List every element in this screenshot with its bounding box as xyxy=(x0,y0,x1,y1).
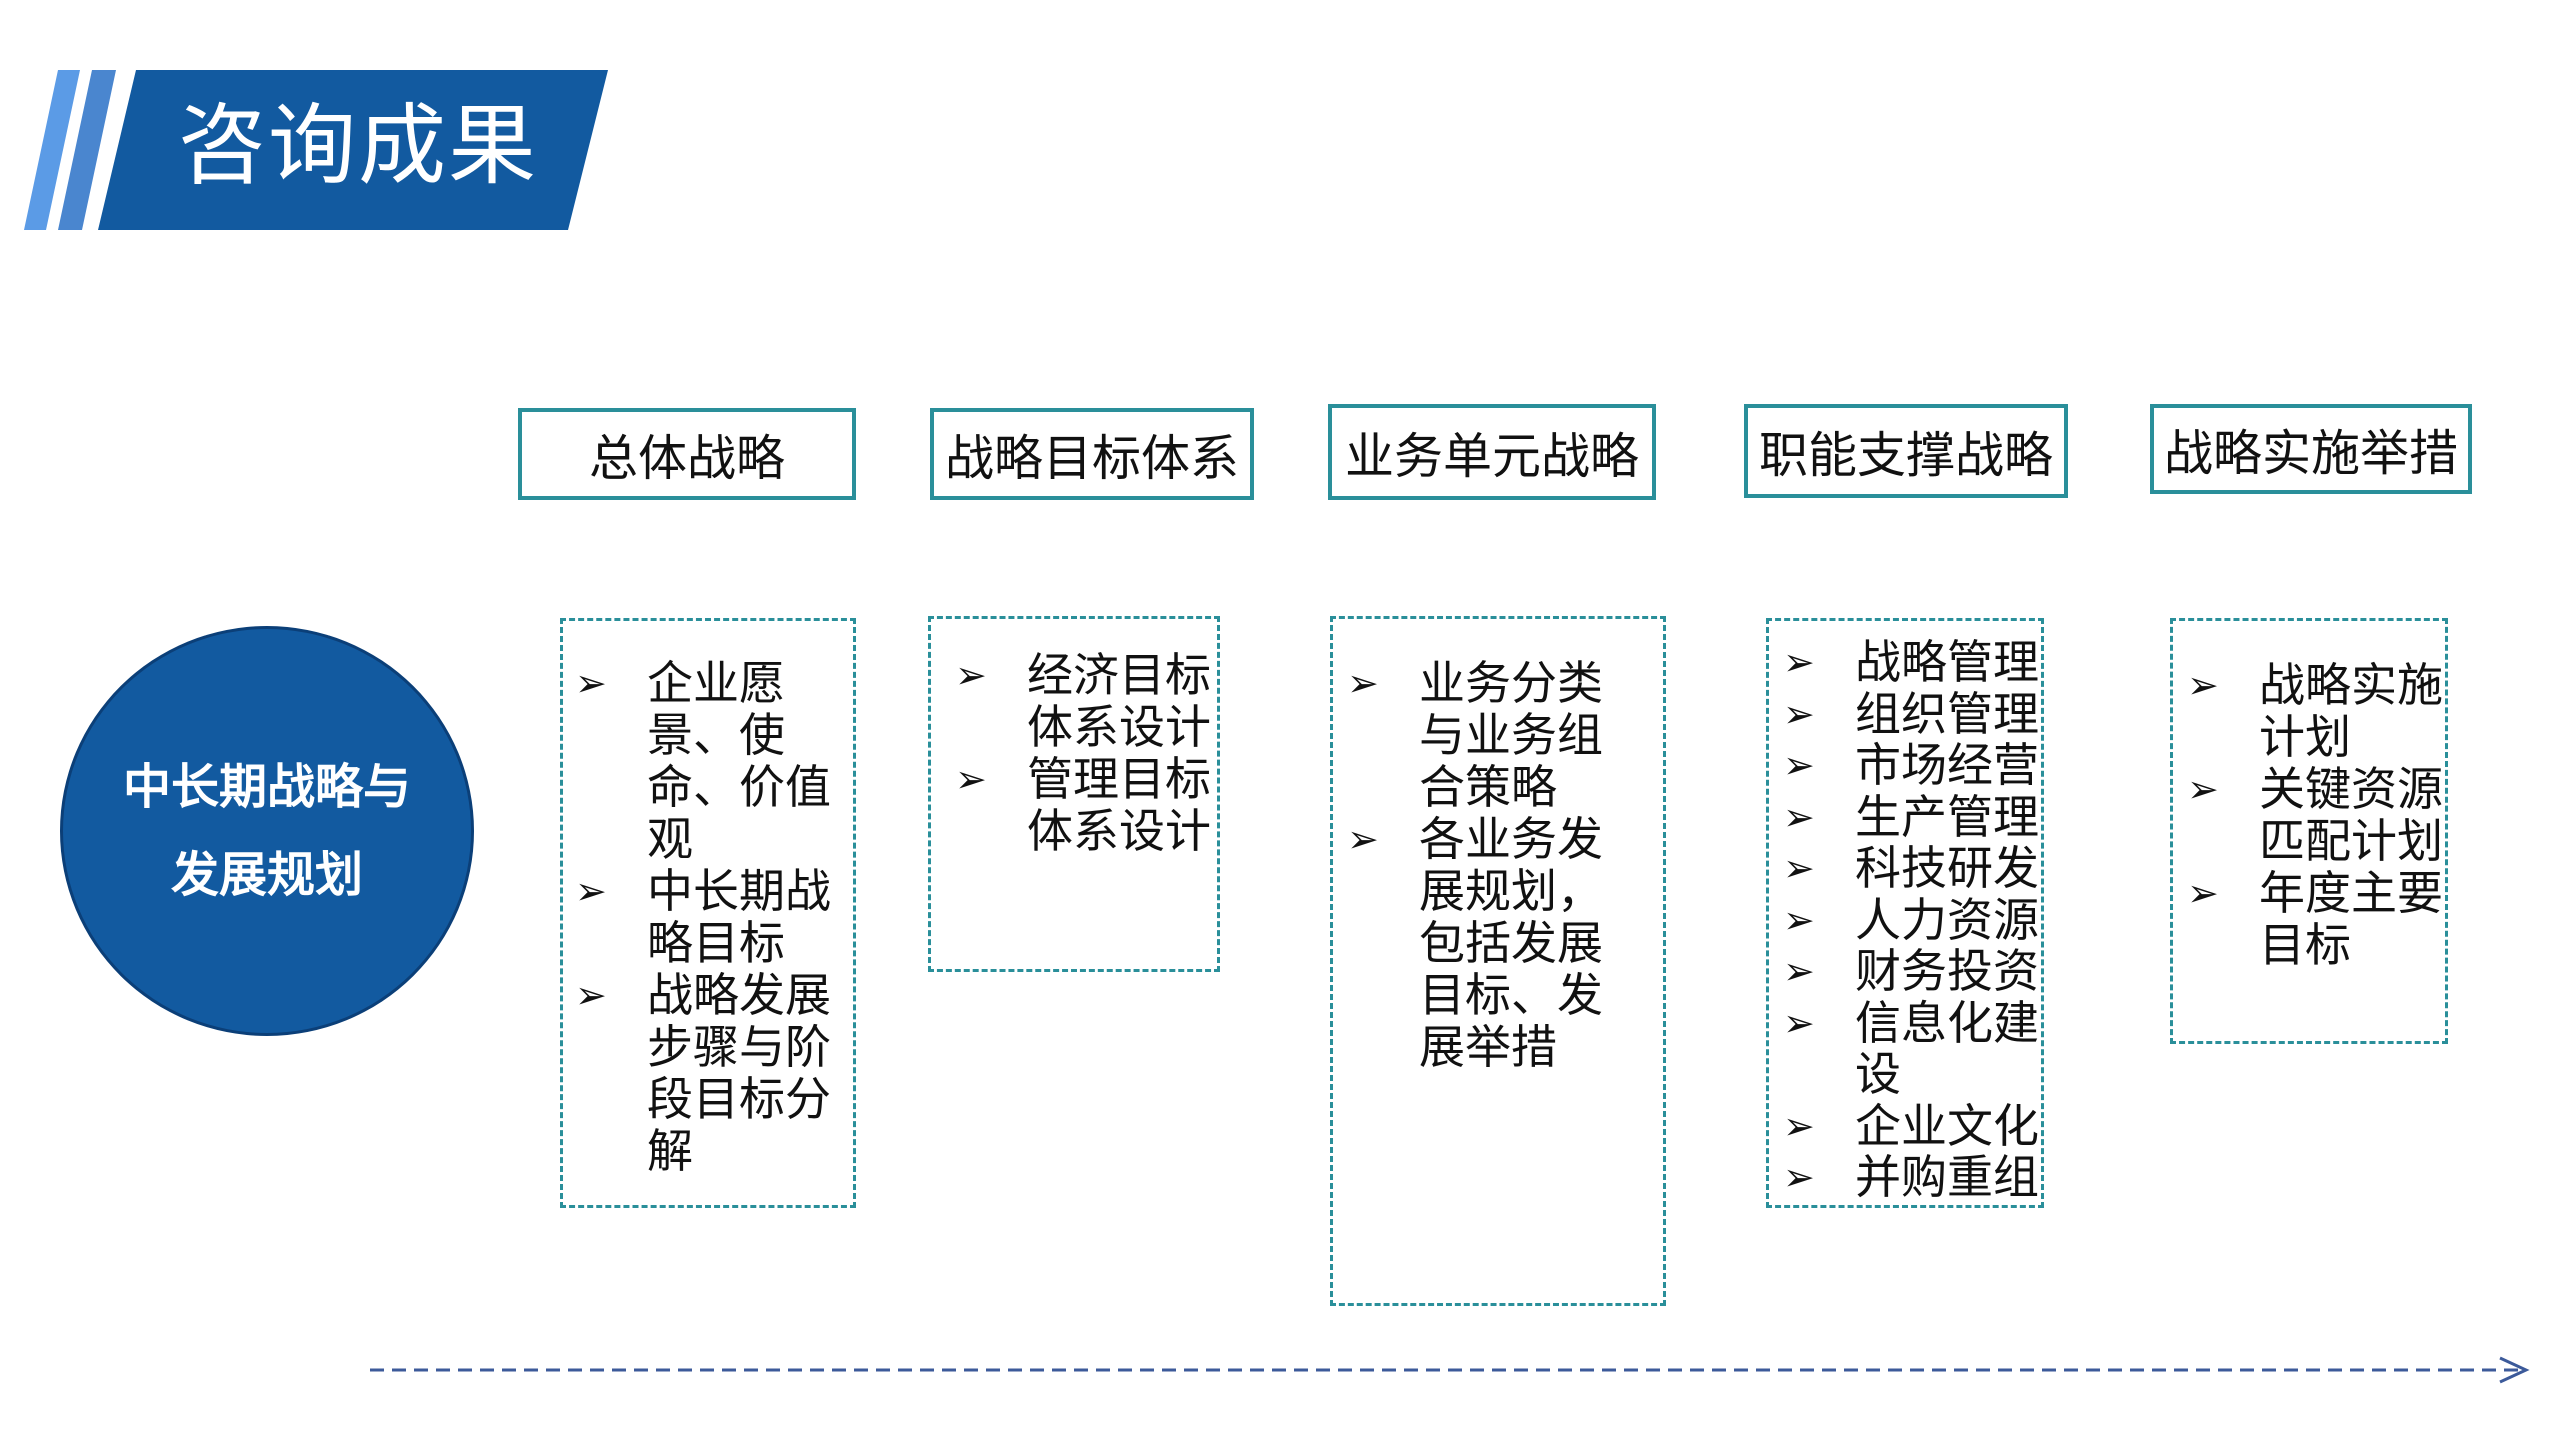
main-topic-line-2: 发展规划 xyxy=(170,847,363,903)
list-item: ➢ 各业务发展规划，包括发展目标、发展举措 xyxy=(1347,813,1647,1073)
detail-box-functional-support: ➢ 战略管理 ➢ 组织管理 ➢ 市场经营 ➢ 生产管理 ➢ 科技研发 ➢ 人力资… xyxy=(1766,618,2044,1208)
list-item-text: 各业务发展规划，包括发展目标、发展举措 xyxy=(1419,812,1603,1074)
list-item-text: 管理目标体系设计 xyxy=(1027,752,1211,858)
list-item: ➢ 经济目标体系设计 xyxy=(955,649,1217,753)
list-item: ➢ 管理目标体系设计 xyxy=(955,753,1217,857)
list-item: ➢ 战略发展步骤与阶段目标分解 xyxy=(575,969,851,1177)
detail-box-implementation: ➢ 战略实施计划 ➢ 关键资源匹配计划 ➢ 年度主要目标 xyxy=(2170,618,2448,1044)
category-header-functional-support: 职能支撑战略 xyxy=(1744,404,2068,498)
arrow-bullet-icon: ➢ xyxy=(1783,1103,1815,1148)
list-item: ➢ 信息化建设 xyxy=(1783,995,2043,1101)
arrow-bullet-icon: ➢ xyxy=(1783,1000,1815,1045)
arrow-bullet-icon: ➢ xyxy=(955,653,987,697)
list-item: ➢ 战略实施计划 xyxy=(2187,659,2445,763)
category-label: 战略实施举措 xyxy=(2163,424,2458,482)
list-item: ➢ 关键资源匹配计划 xyxy=(2187,763,2445,867)
category-header-overall-strategy: 总体战略 xyxy=(518,408,856,500)
main-topic-line-1: 中长期战略与 xyxy=(122,759,411,815)
arrow-bullet-icon: ➢ xyxy=(1783,691,1815,736)
banner-stripe-light xyxy=(24,70,80,230)
list-item-text: 战略发展步骤与阶段目标分解 xyxy=(647,968,831,1178)
list-item-text: 市场经营 xyxy=(1855,738,2039,792)
arrow-bullet-icon: ➢ xyxy=(1783,846,1815,890)
list-item-text: 年度主要目标 xyxy=(2259,866,2443,972)
arrow-bullet-icon: ➢ xyxy=(1783,1155,1815,1199)
arrow-bullet-icon: ➢ xyxy=(1783,640,1815,684)
arrow-bullet-icon: ➢ xyxy=(1783,743,1815,787)
list-item: ➢ 年度主要目标 xyxy=(2187,867,2445,971)
page-title: 咨询成果 xyxy=(178,94,539,197)
list-item-text: 经济目标体系设计 xyxy=(1027,648,1211,754)
category-header-implementation: 战略实施举措 xyxy=(2150,404,2472,494)
list-item-text: 人力资源 xyxy=(1855,892,2039,947)
list-item-text: 生产管理 xyxy=(1855,789,2039,844)
arrow-bullet-icon: ➢ xyxy=(1347,817,1379,861)
arrow-bullet-icon: ➢ xyxy=(2187,871,2219,915)
arrow-bullet-icon: ➢ xyxy=(575,869,607,913)
detail-list: ➢ 企业愿景、使命、价值观 ➢ 中长期战略目标 ➢ 战略发展步骤与阶段目标分解 xyxy=(575,657,851,1177)
list-item: ➢ 科技研发 xyxy=(1783,841,2043,895)
list-item: ➢ 财务投资 xyxy=(1783,944,2043,998)
detail-list: ➢ 战略管理 ➢ 组织管理 ➢ 市场经营 ➢ 生产管理 ➢ 科技研发 ➢ 人力资… xyxy=(1783,635,2043,1204)
list-item: ➢ 组织管理 xyxy=(1783,686,2043,741)
arrow-head-icon xyxy=(2499,1356,2530,1384)
list-item-text: 业务分类与业务组合策略 xyxy=(1419,656,1603,814)
main-topic-label: 中长期战略与 发展规划 xyxy=(63,629,471,1033)
arrow-bullet-icon: ➢ xyxy=(1347,661,1379,705)
detail-box-strategic-goals: ➢ 经济目标体系设计 ➢ 管理目标体系设计 xyxy=(928,616,1220,972)
list-item: ➢ 人力资源 xyxy=(1783,892,2043,947)
list-item: ➢ 企业愿景、使命、价值观 xyxy=(575,657,851,865)
list-item: ➢ 生产管理 xyxy=(1783,789,2043,844)
arrow-bullet-icon: ➢ xyxy=(575,973,607,1017)
detail-list: ➢ 业务分类与业务组合策略 ➢ 各业务发展规划，包括发展目标、发展举措 xyxy=(1347,657,1647,1073)
list-item-text: 财务投资 xyxy=(1855,944,2039,998)
list-item-text: 中长期战略目标 xyxy=(647,864,831,970)
list-item-text: 战略实施计划 xyxy=(2259,658,2443,764)
category-header-strategic-goals: 战略目标体系 xyxy=(930,408,1254,500)
detail-box-overall-strategy: ➢ 企业愿景、使命、价值观 ➢ 中长期战略目标 ➢ 战略发展步骤与阶段目标分解 xyxy=(560,618,856,1208)
banner-main-shape xyxy=(98,70,608,230)
arrow-bullet-icon: ➢ xyxy=(1783,897,1815,942)
list-item: ➢ 中长期战略目标 xyxy=(575,865,851,969)
arrow-bullet-icon: ➢ xyxy=(1783,949,1815,993)
list-item-text: 信息化建设 xyxy=(1855,995,2039,1101)
banner-stripe-mid xyxy=(58,70,116,230)
main-topic-circle: 中长期战略与 发展规划 xyxy=(60,626,474,1036)
list-item: ➢ 市场经营 xyxy=(1783,738,2043,792)
list-item-text: 战略管理 xyxy=(1855,635,2039,689)
list-item-text: 关键资源匹配计划 xyxy=(2259,762,2443,868)
category-label: 职能支撑战略 xyxy=(1758,426,2053,484)
category-header-business-unit: 业务单元战略 xyxy=(1328,404,1656,500)
list-item: ➢ 战略管理 xyxy=(1783,635,2043,689)
category-label: 战略目标体系 xyxy=(944,429,1239,487)
arrow-bullet-icon: ➢ xyxy=(955,757,987,801)
list-item: ➢ 业务分类与业务组合策略 xyxy=(1347,657,1647,813)
list-item-text: 科技研发 xyxy=(1855,841,2039,895)
list-item: ➢ 企业文化 xyxy=(1783,1098,2043,1153)
detail-box-business-unit: ➢ 业务分类与业务组合策略 ➢ 各业务发展规划，包括发展目标、发展举措 xyxy=(1330,616,1666,1306)
arrow-bullet-icon: ➢ xyxy=(1783,794,1815,839)
category-label: 业务单元战略 xyxy=(1344,427,1639,485)
list-item: ➢ 并购重组 xyxy=(1783,1150,2043,1204)
list-item-text: 并购重组 xyxy=(1855,1150,2039,1204)
timeline-arrow xyxy=(370,1356,2530,1384)
arrow-bullet-icon: ➢ xyxy=(2187,767,2219,811)
detail-list: ➢ 战略实施计划 ➢ 关键资源匹配计划 ➢ 年度主要目标 xyxy=(2187,659,2445,971)
arrow-bullet-icon: ➢ xyxy=(575,661,607,705)
arrow-bullet-icon: ➢ xyxy=(2187,663,2219,707)
detail-list: ➢ 经济目标体系设计 ➢ 管理目标体系设计 xyxy=(955,649,1217,857)
list-item-text: 企业文化 xyxy=(1855,1098,2039,1153)
list-item-text: 企业愿景、使命、价值观 xyxy=(647,656,831,866)
title-banner xyxy=(24,70,608,230)
list-item-text: 组织管理 xyxy=(1855,686,2039,741)
category-label: 总体战略 xyxy=(588,429,785,487)
